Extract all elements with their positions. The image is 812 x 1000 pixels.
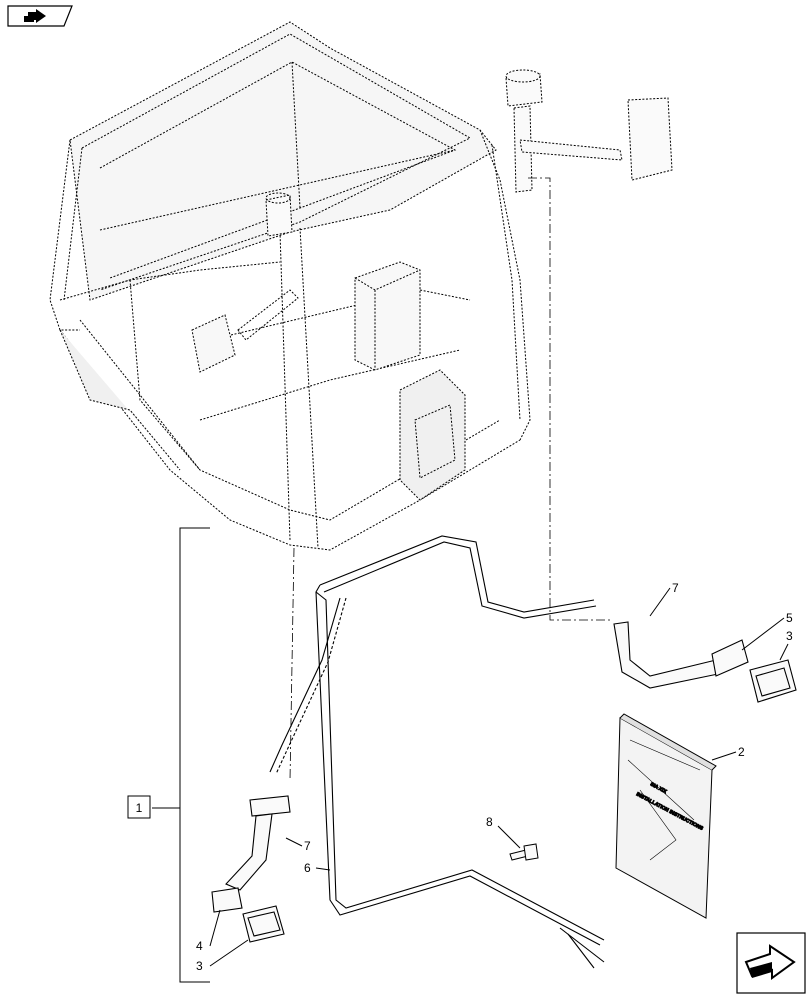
assembly-leaders <box>289 177 612 781</box>
leader-3-left <box>209 939 249 967</box>
leader-6 <box>315 867 331 871</box>
next-page-icon <box>736 932 806 994</box>
callout-8: 8 <box>486 815 493 829</box>
callout-7-lower: 7 <box>304 839 311 853</box>
right-beacon-mirror <box>505 69 673 193</box>
leader-5 <box>741 617 785 651</box>
callout-3-left: 3 <box>196 959 203 973</box>
callout-6: 6 <box>304 861 311 875</box>
cab-frame <box>49 21 531 551</box>
callout-5: 5 <box>786 611 793 625</box>
next-page-button[interactable] <box>736 932 806 994</box>
prev-page-icon <box>7 5 73 27</box>
item-1-bracket <box>152 527 210 983</box>
callout-7-upper: 7 <box>672 581 679 595</box>
callout-box-1 <box>127 795 151 819</box>
leader-3-right <box>779 643 789 661</box>
prev-page-button[interactable] <box>6 4 76 28</box>
left-lamp-assembly <box>211 795 291 943</box>
right-lamp-assembly <box>613 621 797 703</box>
leader-7-lower <box>285 837 303 847</box>
callouts: 1 2 3 3 4 5 6 7 7 8 <box>127 581 793 973</box>
leader-7-upper <box>649 587 671 617</box>
wiring-harness-6 <box>269 535 605 969</box>
leader-8 <box>497 825 521 849</box>
leader-2 <box>711 751 737 761</box>
bolt-8 <box>509 843 539 861</box>
leader-4 <box>209 909 221 947</box>
callout-2: 2 <box>738 745 745 759</box>
callout-3-right: 3 <box>786 629 793 643</box>
callout-1: 1 <box>136 801 143 815</box>
installation-manual: SIA XIX INSTALLATION INSTRUCTIONS <box>615 713 717 919</box>
callout-4: 4 <box>196 939 203 953</box>
